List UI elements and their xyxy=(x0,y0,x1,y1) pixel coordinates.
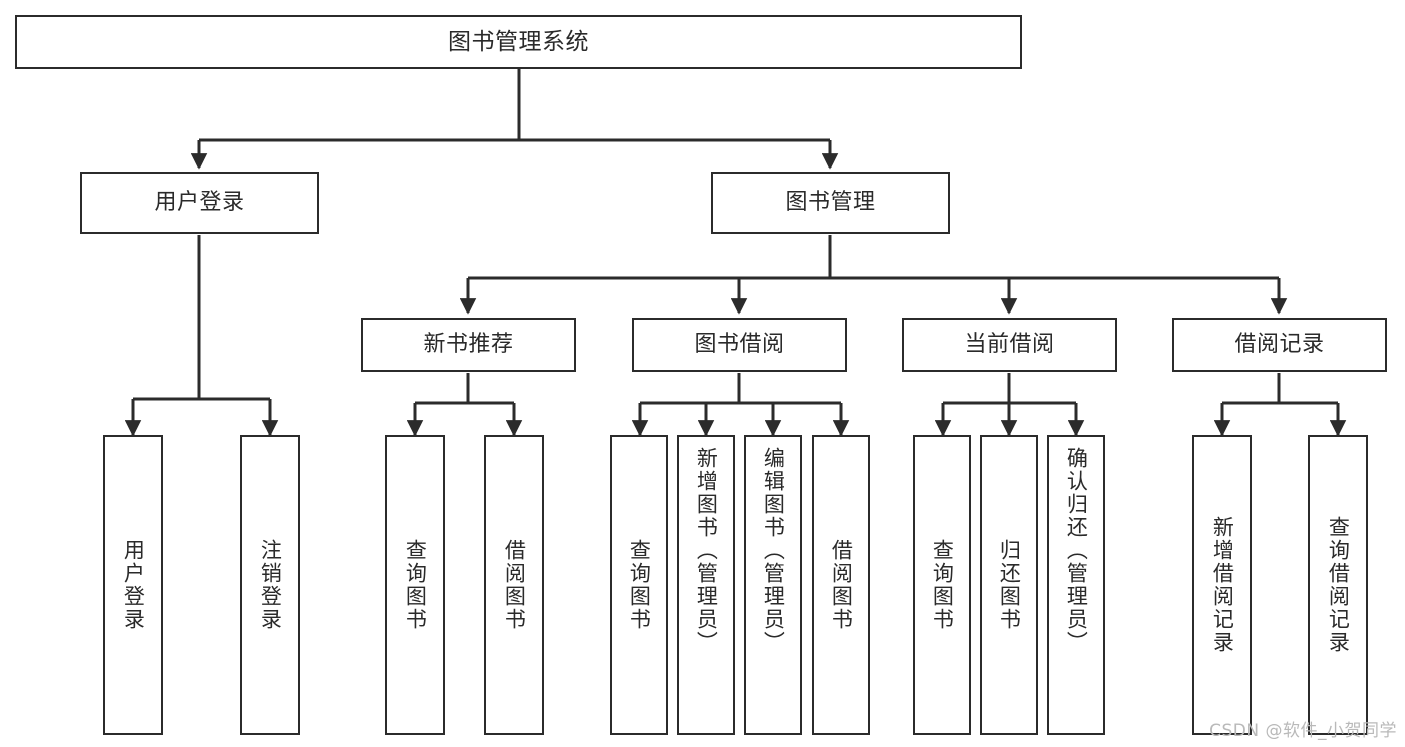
leaf-query-book-rec-label: 查询图书 xyxy=(403,539,428,631)
watermark: CSDN @软件_小贺同学 xyxy=(1209,721,1397,741)
node-current-borrow-label: 当前借阅 xyxy=(964,332,1055,358)
leaf-return-book[interactable]: 归还图书 xyxy=(980,435,1038,735)
leaf-query-book-borrow-label: 查询图书 xyxy=(627,539,652,631)
leaf-query-book-current[interactable]: 查询图书 xyxy=(913,435,971,735)
leaf-confirm-return-admin-label: 确认归还（管理员） xyxy=(1064,447,1089,654)
leaf-query-book-current-label: 查询图书 xyxy=(930,539,955,631)
leaf-borrow-book-rec-label: 借阅图书 xyxy=(502,539,527,631)
node-new-book-recommend-label: 新书推荐 xyxy=(423,332,514,358)
node-borrow-record[interactable]: 借阅记录 xyxy=(1172,318,1387,372)
leaf-borrow-book[interactable]: 借阅图书 xyxy=(812,435,870,735)
leaf-edit-book-admin[interactable]: 编辑图书（管理员） xyxy=(744,435,802,735)
leaf-return-book-label: 归还图书 xyxy=(997,539,1022,631)
leaf-borrow-book-label: 借阅图书 xyxy=(829,539,854,631)
leaf-query-borrow-record-label: 查询借阅记录 xyxy=(1326,516,1351,654)
node-user-login[interactable]: 用户登录 xyxy=(80,172,319,234)
leaf-user-login[interactable]: 用户登录 xyxy=(103,435,163,735)
leaf-logout-label: 注销登录 xyxy=(258,539,283,631)
leaf-user-login-label: 用户登录 xyxy=(121,539,146,631)
node-root-label: 图书管理系统 xyxy=(448,28,589,55)
node-book-borrow-label: 图书借阅 xyxy=(694,332,785,358)
leaf-query-book-rec[interactable]: 查询图书 xyxy=(385,435,445,735)
leaf-confirm-return-admin[interactable]: 确认归还（管理员） xyxy=(1047,435,1105,735)
node-new-book-recommend[interactable]: 新书推荐 xyxy=(361,318,576,372)
node-current-borrow[interactable]: 当前借阅 xyxy=(902,318,1117,372)
leaf-query-borrow-record[interactable]: 查询借阅记录 xyxy=(1308,435,1368,735)
leaf-borrow-book-rec[interactable]: 借阅图书 xyxy=(484,435,544,735)
leaf-edit-book-admin-label: 编辑图书（管理员） xyxy=(761,447,786,654)
node-user-login-label: 用户登录 xyxy=(154,190,245,216)
node-root[interactable]: 图书管理系统 xyxy=(15,15,1022,69)
leaf-add-book-admin-label: 新增图书（管理员） xyxy=(694,447,719,654)
leaf-logout[interactable]: 注销登录 xyxy=(240,435,300,735)
leaf-add-borrow-record-label: 新增借阅记录 xyxy=(1210,516,1235,654)
leaf-add-book-admin[interactable]: 新增图书（管理员） xyxy=(677,435,735,735)
leaf-query-book-borrow[interactable]: 查询图书 xyxy=(610,435,668,735)
node-book-borrow[interactable]: 图书借阅 xyxy=(632,318,847,372)
leaf-add-borrow-record[interactable]: 新增借阅记录 xyxy=(1192,435,1252,735)
node-book-manage[interactable]: 图书管理 xyxy=(711,172,950,234)
node-book-manage-label: 图书管理 xyxy=(785,190,876,216)
node-borrow-record-label: 借阅记录 xyxy=(1234,332,1325,358)
